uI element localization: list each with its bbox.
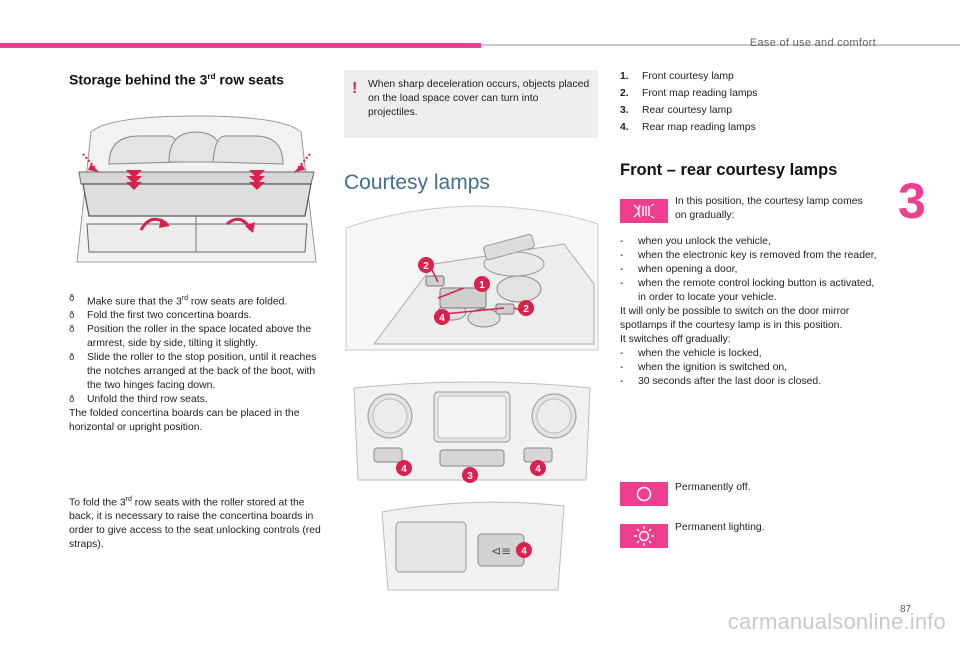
callout-number: 4 [439, 313, 445, 324]
chapter-number: 3 [898, 173, 926, 229]
warning-exclamation-icon: ! [352, 80, 358, 97]
callout-number: 2 [423, 261, 429, 272]
permanent-lighting-label: Permanent lighting. [675, 522, 765, 533]
callout-number: 2 [523, 304, 529, 315]
callout-marker [434, 309, 450, 325]
callout-number: 1 [479, 280, 485, 291]
storage-note-2: To fold the 3rd row seats with the rolle… [69, 496, 321, 551]
list-item: -when opening a door, [620, 264, 738, 275]
page-number: 87 [900, 604, 912, 615]
watermark: carmanualsonline.info [727, 609, 946, 634]
storage-step: Fold the first two concertina boards. [69, 309, 324, 323]
legend-item: 3.Rear courtesy lamp [620, 105, 733, 116]
top-rule [481, 44, 960, 46]
callout-marker [530, 460, 546, 476]
lamp-legend: 1.Front courtesy lamp 2.Front map readin… [620, 70, 878, 138]
callout-number: 3 [467, 471, 473, 482]
callout-marker [518, 300, 534, 316]
storage-steps: Make sure that the 3rd row seats are fol… [69, 292, 324, 435]
legend-item: 2.Front map reading lamps [620, 88, 758, 99]
legend-item: 1.Front courtesy lamp [620, 71, 734, 82]
callout-number: 4 [401, 464, 407, 475]
list-item: -when the ignition is switched on, [620, 362, 788, 373]
legend-item: 4.Rear map reading lamps [620, 122, 756, 133]
lamp-on-icon [620, 524, 668, 548]
callout-marker [396, 460, 412, 476]
boot-storage-illustration [69, 112, 324, 265]
courtesy-heading-wrap: Courtesy lamps [344, 171, 601, 194]
warning-text: When sharp deceleration occurs, objects … [368, 79, 590, 118]
storage-step: Unfold the third row seats. [69, 393, 324, 407]
callout-marker [516, 542, 532, 558]
storage-step: Slide the roller to the stop position, u… [69, 351, 324, 393]
front-roof-console-illustration: 2 1 2 4 [345, 205, 599, 351]
callout-number: 4 [521, 546, 527, 557]
storage-heading-wrap: Storage behind the 3rd row seats [69, 70, 324, 87]
storage-note: The folded concertina boards can be plac… [69, 408, 300, 434]
on-conditions: -when you unlock the vehicle, -when the … [620, 235, 878, 389]
rear-roof-console-illustration: 4 4 3 [353, 381, 591, 483]
top-accent-bar [0, 43, 481, 48]
switch-off-intro: It switches off gradually: [620, 334, 731, 345]
section-header: Ease of use and comfort [749, 37, 876, 49]
list-item: -30 seconds after the last door is close… [620, 376, 822, 387]
callout-marker [474, 276, 490, 292]
list-item: -when the remote control locking button … [620, 278, 875, 303]
storage-step: Make sure that the 3rd row seats are fol… [69, 292, 324, 309]
front-rear-courtesy-heading: Front – rear courtesy lamps [620, 161, 838, 179]
door-courtesy-lamp-icon [620, 199, 668, 223]
list-item: -when the vehicle is locked, [620, 348, 762, 359]
callout-marker [418, 257, 434, 273]
front-rear-heading-wrap: Front – rear courtesy lamps [620, 161, 878, 179]
map-lamp-symbol: ⊲≡ [491, 544, 511, 558]
permanently-off-label: Permanently off. [675, 482, 751, 493]
storage-heading: Storage behind the 3rd row seats [69, 71, 284, 88]
spotlamp-note: It will only be possible to switch on th… [620, 306, 850, 331]
storage-step: Position the roller in the space located… [69, 323, 324, 351]
callout-marker [462, 467, 478, 483]
position-text: In this position, the courtesy lamp come… [675, 196, 863, 221]
list-item: -when the electronic key is removed from… [620, 250, 877, 261]
lamp-off-icon [620, 482, 668, 506]
courtesy-lamps-heading: Courtesy lamps [344, 171, 490, 194]
rear-map-lamp-illustration: ⊲≡ 4 [381, 501, 565, 591]
warning-box: ! When sharp deceleration occurs, object… [344, 70, 598, 138]
list-item: -when you unlock the vehicle, [620, 236, 771, 247]
callout-number: 4 [535, 464, 541, 475]
